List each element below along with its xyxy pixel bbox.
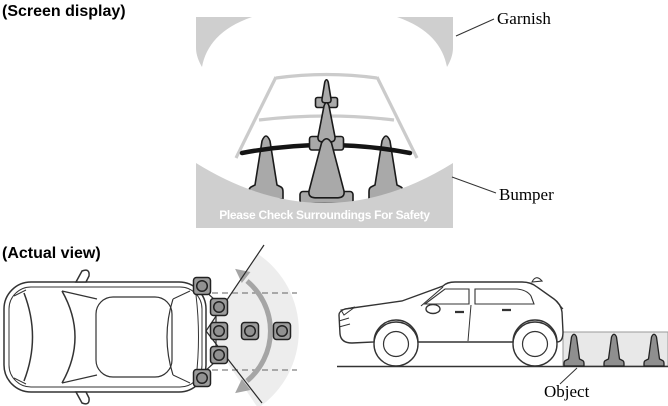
screen-warning-text: Please Check Surroundings For Safety: [219, 208, 430, 222]
object-cone: [603, 333, 625, 367]
target-marker: [209, 297, 229, 317]
object-cone: [643, 333, 665, 367]
bumper-callout-label: Bumper: [499, 185, 554, 204]
headlight: [340, 306, 356, 316]
screen-display-panel: [196, 17, 453, 228]
target-marker: [240, 321, 260, 341]
target-marker: [192, 368, 212, 388]
traffic-cone-graphics-center-column: [299, 78, 354, 205]
door-mirror: [425, 303, 441, 315]
bumper-graphic: [196, 163, 453, 228]
actual-view-section-label: (Actual view): [2, 245, 101, 262]
object-callout-label: Object: [544, 382, 590, 401]
traffic-cone-left: [248, 135, 284, 200]
side-view-car: [338, 277, 564, 367]
object-cone-graphics: [563, 333, 665, 367]
actual-view-side-scene: [337, 277, 668, 368]
side-mirror-bottom: [74, 391, 90, 405]
garnish-corner-top-right: [397, 17, 453, 67]
roof-antenna-fin: [531, 277, 544, 283]
top-view-car: [3, 269, 207, 405]
garnish-callout-label: Garnish: [497, 9, 551, 28]
actual-view-top-scene: [3, 244, 299, 406]
garnish-corner-top-left: [196, 17, 252, 67]
garnish-leader-line: [455, 18, 495, 37]
target-marker: [272, 321, 292, 341]
object-leader-line: [559, 367, 578, 385]
parking-guide-lines: [234, 72, 419, 159]
detection-target-markers: [192, 276, 292, 388]
target-marker: [192, 276, 212, 296]
target-marker: [209, 321, 229, 341]
target-marker: [209, 345, 229, 365]
screen-display-section-label: (Screen display): [2, 3, 126, 20]
side-mirror-top: [74, 269, 90, 283]
callout-leader-lines: [451, 18, 578, 385]
bumper-leader-line: [451, 176, 497, 194]
object-cone: [563, 333, 585, 367]
